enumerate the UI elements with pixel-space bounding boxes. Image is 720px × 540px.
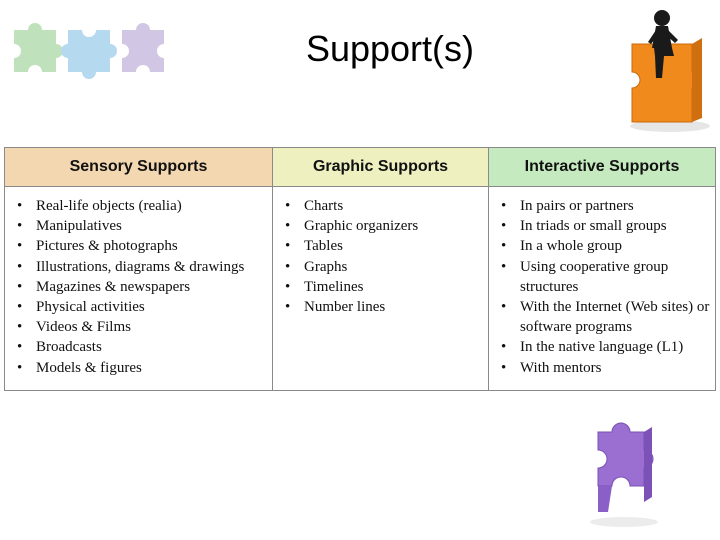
list-item: Pictures & photographs <box>15 236 268 256</box>
sensory-supports-cell: Real-life objects (realia) Manipulatives… <box>4 186 273 391</box>
list-item: Videos & Films <box>15 317 268 337</box>
list-item: Using cooperative group structures <box>499 257 711 297</box>
list-item: Graphs <box>283 257 484 277</box>
list-item: Charts <box>283 196 484 216</box>
list-item: Models & figures <box>15 358 268 378</box>
list-item: In a whole group <box>499 236 711 256</box>
list-item: In pairs or partners <box>499 196 711 216</box>
list-item: Illustrations, diagrams & drawings <box>15 257 268 277</box>
list-item: With mentors <box>499 358 711 378</box>
graphic-supports-list: Charts Graphic organizers Tables Graphs … <box>273 187 488 317</box>
slide-title: Support(s) <box>305 28 475 69</box>
puzzle-strip-icon <box>14 23 164 79</box>
list-item: Magazines & newspapers <box>15 277 268 297</box>
person-on-puzzle-icon <box>630 10 710 132</box>
sensory-supports-header: Sensory Supports <box>4 147 273 187</box>
list-item: Number lines <box>283 297 484 317</box>
table-header-row: Sensory Supports Graphic Supports Intera… <box>4 147 716 187</box>
list-item: In the native language (L1) <box>499 337 711 357</box>
list-item: Graphic organizers <box>283 216 484 236</box>
green-puzzle-piece-icon <box>14 23 63 72</box>
lavender-puzzle-piece-icon <box>122 23 164 72</box>
graphic-supports-cell: Charts Graphic organizers Tables Graphs … <box>272 186 489 391</box>
purple-puzzle-icon <box>590 422 658 527</box>
list-item: Timelines <box>283 277 484 297</box>
interactive-supports-header: Interactive Supports <box>488 147 716 187</box>
list-item: With the Internet (Web sites) or softwar… <box>499 297 711 337</box>
list-item: Manipulatives <box>15 216 268 236</box>
blue-puzzle-piece-icon <box>61 30 117 79</box>
list-item: In triads or small groups <box>499 216 711 236</box>
list-item: Physical activities <box>15 297 268 317</box>
sensory-supports-list: Real-life objects (realia) Manipulatives… <box>5 187 272 378</box>
table-body-row: Real-life objects (realia) Manipulatives… <box>4 186 716 391</box>
interactive-supports-list: In pairs or partners In triads or small … <box>489 187 715 378</box>
graphic-supports-header: Graphic Supports <box>272 147 489 187</box>
list-item: Tables <box>283 236 484 256</box>
stick-figure-icon <box>648 10 678 78</box>
list-item: Real-life objects (realia) <box>15 196 268 216</box>
supports-table: Sensory Supports Graphic Supports Intera… <box>4 147 716 391</box>
list-item: Broadcasts <box>15 337 268 357</box>
interactive-supports-cell: In pairs or partners In triads or small … <box>488 186 716 391</box>
